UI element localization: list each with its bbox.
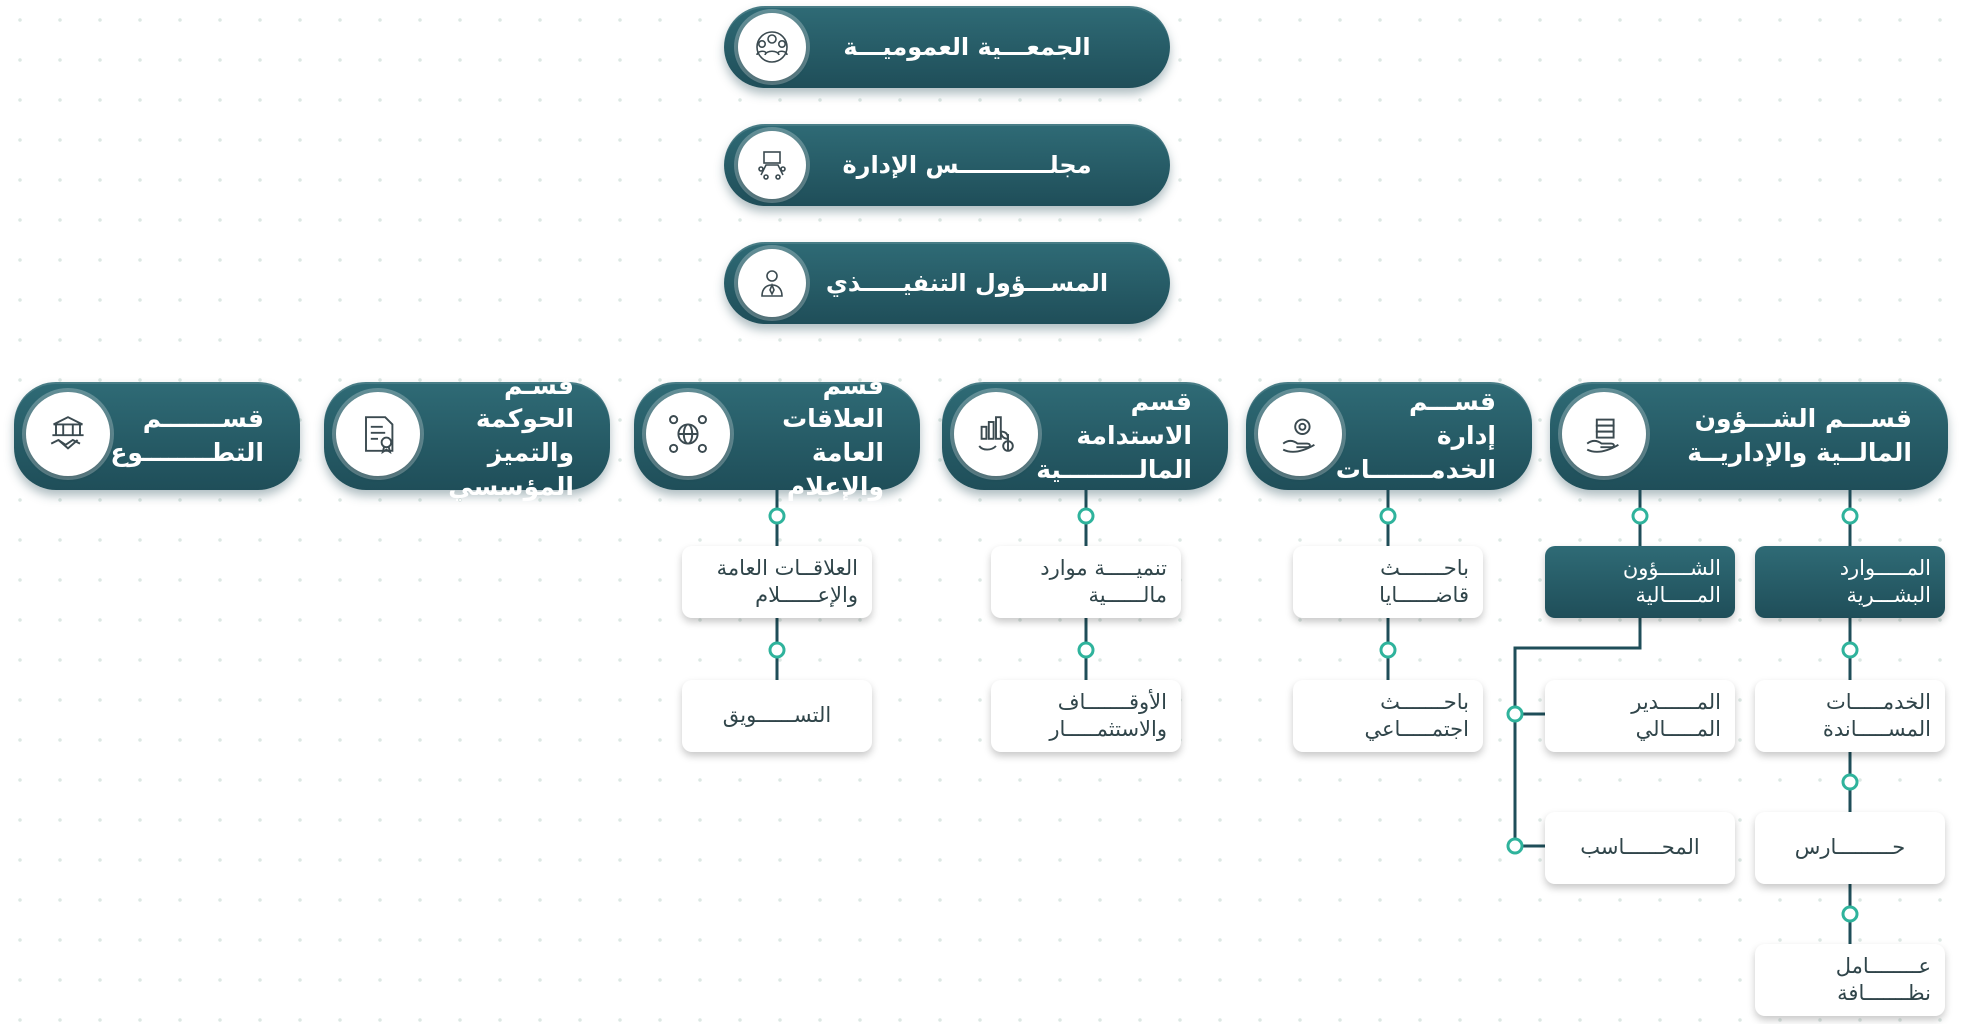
dept-public-relations-label: قسم العلاقات العامة والإعلام	[782, 370, 884, 501]
dept-volunteering: قســـــــم التطــــــــوع	[14, 382, 300, 490]
unit-human-resources-label: المـــــوارد البشـــرية	[1839, 555, 1931, 607]
executive-icon	[738, 249, 806, 317]
plant-chart-icon	[954, 392, 1038, 476]
unit-endowments: الأوقـــــــاف والاستثمـــــار	[991, 680, 1181, 752]
unit-financial-affairs: الشـــــؤون المـــــالية	[1545, 546, 1735, 618]
unit-resource-development: تنميـــــة موارد مالــــــية	[991, 546, 1181, 618]
unit-pr-media-label: العلاقــات العامة والإعــــــلام	[716, 555, 858, 607]
unit-accountant-label: المحــــــاسب	[1580, 835, 1700, 860]
unit-cleaner-label: عــــــــامل نظـــــــافة	[1835, 953, 1931, 1005]
unit-social-researcher: باحـــــــث اجتمـــــاعي	[1293, 680, 1483, 752]
unit-cleaner: عــــــــامل نظـــــــافة	[1755, 944, 1945, 1016]
unit-cases-researcher: باحـــــــث قاضــــــايا	[1293, 546, 1483, 618]
unit-marketing: التســــــويق	[682, 680, 872, 752]
unit-endowments-label: الأوقـــــــاف والاستثمـــــار	[1049, 689, 1167, 741]
unit-financial-affairs-label: الشـــــؤون المـــــالية	[1622, 555, 1721, 607]
unit-accountant: المحــــــاسب	[1545, 812, 1735, 884]
group-icon	[738, 13, 806, 81]
money-hand-icon	[1562, 392, 1646, 476]
unit-guard-label: حـــــــــارس	[1794, 835, 1906, 860]
general-assembly-node: الجمعـــية العموميـــة	[724, 6, 1170, 88]
handshake-building-icon	[26, 392, 110, 476]
dept-public-relations: قسم العلاقات العامة والإعلام	[634, 371, 920, 501]
board-meeting-icon	[738, 131, 806, 199]
unit-support-services-label: الخدمـــــات المســـــاندة	[1822, 689, 1931, 741]
unit-social-researcher-label: باحـــــــث اجتمـــــاعي	[1364, 689, 1470, 741]
dept-finance-admin-label: قســـم الشـــؤون المالــية والإداريــة	[1687, 404, 1912, 467]
unit-guard: حـــــــــارس	[1755, 812, 1945, 884]
unit-support-services: الخدمـــــات المســـــاندة	[1755, 680, 1945, 752]
dept-services: قســـم إدارة الخدمـــــــات	[1246, 382, 1532, 490]
dept-governance-label: قسـم الحوكمة والتميز المؤسسي	[448, 370, 574, 501]
dept-finance-admin: قســـم الشـــؤون المالــية والإداريــة	[1550, 382, 1948, 490]
unit-human-resources: المـــــوارد البشـــرية	[1755, 546, 1945, 618]
certificate-doc-icon	[336, 392, 420, 476]
unit-financial-manager: المــــــدير المـــــالي	[1545, 680, 1735, 752]
dept-services-label: قســـم إدارة الخدمـــــــات	[1335, 387, 1496, 484]
board-of-directors-label: مجلـــــــــــس الإدارة	[842, 150, 1092, 179]
dept-volunteering-label: قســـــــم التطــــــــوع	[110, 404, 264, 467]
board-of-directors-node: مجلـــــــــــس الإدارة	[724, 124, 1170, 206]
unit-pr-media: العلاقــات العامة والإعــــــلام	[682, 546, 872, 618]
globe-network-icon	[646, 392, 730, 476]
general-assembly-label: الجمعـــية العموميـــة	[843, 32, 1091, 61]
unit-cases-researcher-label: باحـــــــث قاضــــــايا	[1379, 555, 1469, 607]
dept-sustainability-label: قسم الاستدامة المالـــــــــية	[1036, 387, 1192, 484]
service-gear-icon	[1258, 392, 1342, 476]
executive-officer-label: المســـؤول التنفيـــــذي	[825, 268, 1109, 297]
unit-resource-development-label: تنميـــــة موارد مالــــــية	[1040, 555, 1167, 607]
unit-marketing-label: التســــــويق	[722, 703, 832, 728]
dept-sustainability: قسم الاستدامة المالـــــــــية	[942, 382, 1228, 490]
executive-officer-node: المســـؤول التنفيـــــذي	[724, 242, 1170, 324]
unit-financial-manager-label: المــــــدير المـــــالي	[1631, 689, 1721, 741]
dept-governance: قسـم الحوكمة والتميز المؤسسي	[324, 371, 610, 501]
